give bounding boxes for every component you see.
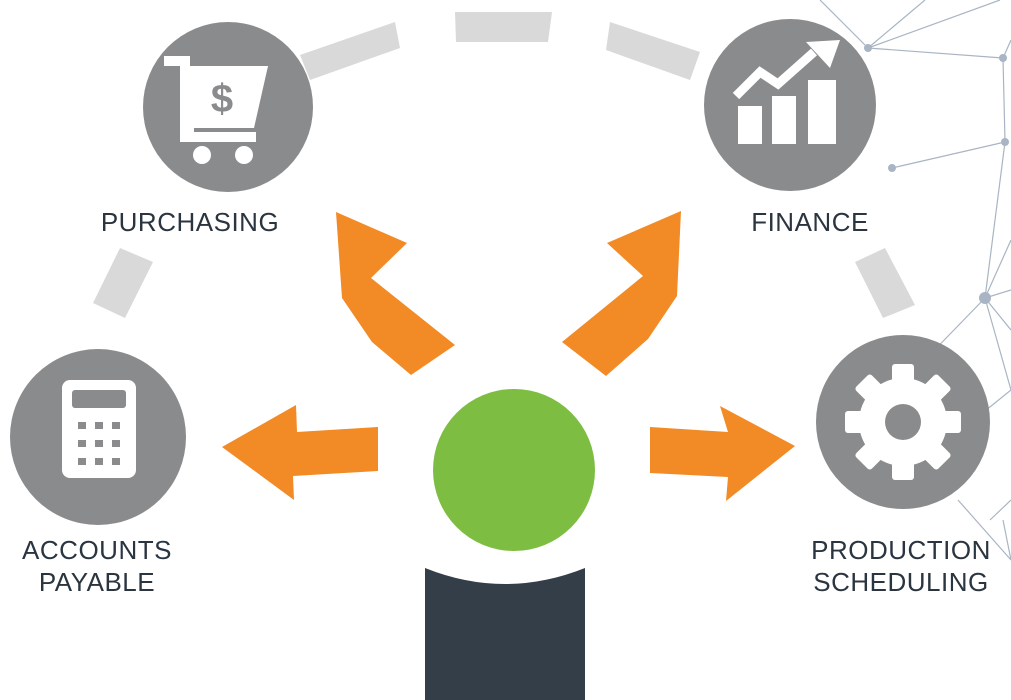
calculator-icon [62,380,136,478]
arrow-to-purchasing [336,212,455,375]
flow-arrows [222,211,795,501]
purchasing-label-text: PURCHASING [100,207,280,237]
accounts-payable-label-line2: PAYABLE [38,567,156,597]
hub-head [433,389,595,551]
arrow-to-production-scheduling [650,406,795,501]
network-nodes-decoration [864,44,1009,304]
finance-label-text: FINANCE [751,207,869,237]
accounts-payable-label: ACCOUNTS PAYABLE [2,534,192,598]
production-scheduling-label-line2: SCHEDULING [813,567,989,597]
purchasing-node: $ [143,22,313,192]
accounts-payable-node [10,349,186,525]
shopping-cart-dollar-icon: $ [164,56,268,164]
finance-node [704,19,876,191]
gear-icon [845,364,961,480]
arrow-to-accounts-payable [222,405,378,500]
purchasing-label: PURCHASING [88,206,292,238]
finance-label: FINANCE [735,206,885,238]
hub-body [425,568,585,700]
production-scheduling-node [816,335,990,509]
production-scheduling-label: PRODUCTION SCHEDULING [793,534,1009,598]
arrow-to-finance [562,211,681,376]
process-ring [93,12,915,318]
accounts-payable-label-line1: ACCOUNTS [22,535,172,565]
chart-growth-icon [732,40,840,144]
svg-text:$: $ [211,77,233,121]
production-scheduling-label-line1: PRODUCTION [811,535,991,565]
user-avatar-icon [425,389,595,700]
